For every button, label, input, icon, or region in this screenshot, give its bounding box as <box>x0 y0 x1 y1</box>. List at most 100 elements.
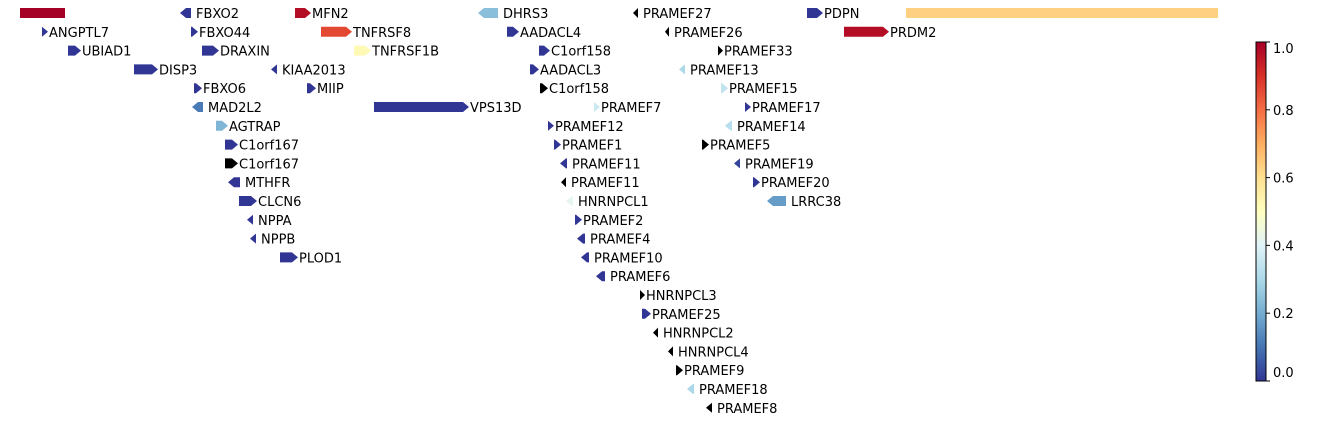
gene-label: NPPB <box>261 233 295 248</box>
gene-arrow <box>280 252 298 263</box>
gene-arrow <box>374 102 469 112</box>
gene-label: C1orf167 <box>239 157 299 172</box>
gene-label: PRAMEF12 <box>555 120 624 135</box>
gene-arrow <box>581 252 589 263</box>
gene-label: PRAMEF13 <box>690 63 759 78</box>
gene-label: TNFRSF8 <box>352 26 411 41</box>
gene-label: C1orf158 <box>551 45 611 60</box>
gene-label: PRAMEF1 <box>562 139 622 154</box>
gene-arrow <box>594 102 600 112</box>
gene-arrow <box>548 120 554 131</box>
gene-label: PRAMEF26 <box>674 26 743 41</box>
gene-arrow <box>906 8 1218 18</box>
gene-arrow <box>596 271 605 282</box>
gene-label: PRAMEF4 <box>590 233 650 248</box>
gene-label: DRAXIN <box>220 45 270 60</box>
gene-arrow <box>507 26 519 37</box>
gene-label: MFN2 <box>312 7 349 22</box>
gene-label: CLCN6 <box>258 195 301 210</box>
colorbar-tick-label: 0.8 <box>1273 104 1294 119</box>
gene-label: PRAMEF25 <box>652 308 721 323</box>
gene-label: PRAMEF11 <box>572 157 641 172</box>
gene-label: MTHFR <box>245 176 290 191</box>
gene-label: UBIAD1 <box>82 45 131 60</box>
gene-arrow <box>642 308 651 319</box>
gene-arrow <box>807 8 823 18</box>
gene-label: C1orf167 <box>239 139 299 154</box>
gene-arrow <box>753 177 760 188</box>
gene-arrow <box>192 102 203 112</box>
gene-label: PRAMEF17 <box>752 101 821 116</box>
gene-label: FBXO6 <box>203 82 246 97</box>
gene-arrow <box>679 64 685 75</box>
gene-arrow <box>844 26 889 37</box>
gene-arrow <box>577 233 585 244</box>
gene-label: PRAMEF10 <box>594 251 663 266</box>
gene-arrow <box>180 8 191 18</box>
gene-arrow <box>767 196 786 206</box>
gene-label: PRAMEF9 <box>684 364 744 379</box>
gene-label: PRAMEF33 <box>724 45 793 60</box>
gene-arrow <box>530 64 539 75</box>
gene-arrow <box>718 45 723 56</box>
gene-label: KIAA2013 <box>282 63 346 78</box>
gene-label: HNRNPCL1 <box>578 195 649 210</box>
gene-label: PRAMEF19 <box>745 157 814 172</box>
gene-label: HNRNPCL4 <box>678 345 749 360</box>
gene-label: PRAMEF7 <box>601 101 661 116</box>
gene-label: PRAMEF2 <box>583 214 643 229</box>
gene-arrow <box>216 120 228 131</box>
gene-label: PRAMEF18 <box>699 383 768 398</box>
gene-label: NPPA <box>258 214 292 229</box>
gene-label: FBXO2 <box>196 7 239 22</box>
gene-arrow <box>676 365 683 376</box>
gene-arrow <box>228 177 240 188</box>
gene-label: AADACL4 <box>520 26 581 41</box>
gene-arrow <box>665 26 669 37</box>
gene-label: AADACL3 <box>540 63 601 78</box>
colorbar-tick-label: 0.2 <box>1273 307 1294 322</box>
gene-arrow <box>225 158 238 169</box>
gene-label: PRAMEF14 <box>737 120 806 135</box>
gene-arrow <box>706 402 712 413</box>
gene-arrow <box>271 64 277 75</box>
gene-label: PLOD1 <box>299 251 342 266</box>
gene-label: DISP3 <box>159 63 197 78</box>
gene-arrow <box>225 139 238 150</box>
gene-arrow <box>575 214 582 225</box>
gene-arrow <box>539 45 550 56</box>
gene-arrow <box>561 177 566 188</box>
gene-label: PRAMEF8 <box>717 402 777 417</box>
gene-arrow <box>42 26 48 37</box>
gene-arrow <box>745 102 751 112</box>
gene-arrow <box>721 83 728 94</box>
gene-label: PRAMEF15 <box>729 82 798 97</box>
gene-arrow <box>560 158 567 169</box>
gene-arrow <box>250 233 256 244</box>
gene-label: PRDM2 <box>890 26 936 41</box>
gene-arrow <box>478 8 498 18</box>
gene-label: PRAMEF20 <box>761 176 830 191</box>
gene-label: AGTRAP <box>229 120 281 135</box>
gene-label: MIIP <box>317 82 344 97</box>
colorbar-tick-label: 0.0 <box>1273 366 1294 381</box>
colorbar-tick-label: 0.6 <box>1273 172 1294 187</box>
colorbar: 0.00.20.40.60.81.0 <box>1255 41 1294 382</box>
gene-arrow <box>307 83 316 94</box>
gene-arrow <box>191 26 198 37</box>
gene-arrow <box>640 290 645 300</box>
colorbar-tick-label: 1.0 <box>1273 42 1294 57</box>
gene-arrow <box>20 8 65 18</box>
gene-arrow <box>566 196 573 206</box>
gene-arrow <box>725 120 732 131</box>
gene-arrow <box>194 83 202 94</box>
gene-arrow <box>247 214 253 225</box>
gene-label: PRAMEF11 <box>571 176 640 191</box>
gene-arrow <box>668 346 673 357</box>
gene-label: HNRNPCL3 <box>646 289 717 304</box>
gene-arrow <box>295 8 311 18</box>
gene-arrow <box>702 139 709 150</box>
gene-arrow <box>633 8 638 18</box>
